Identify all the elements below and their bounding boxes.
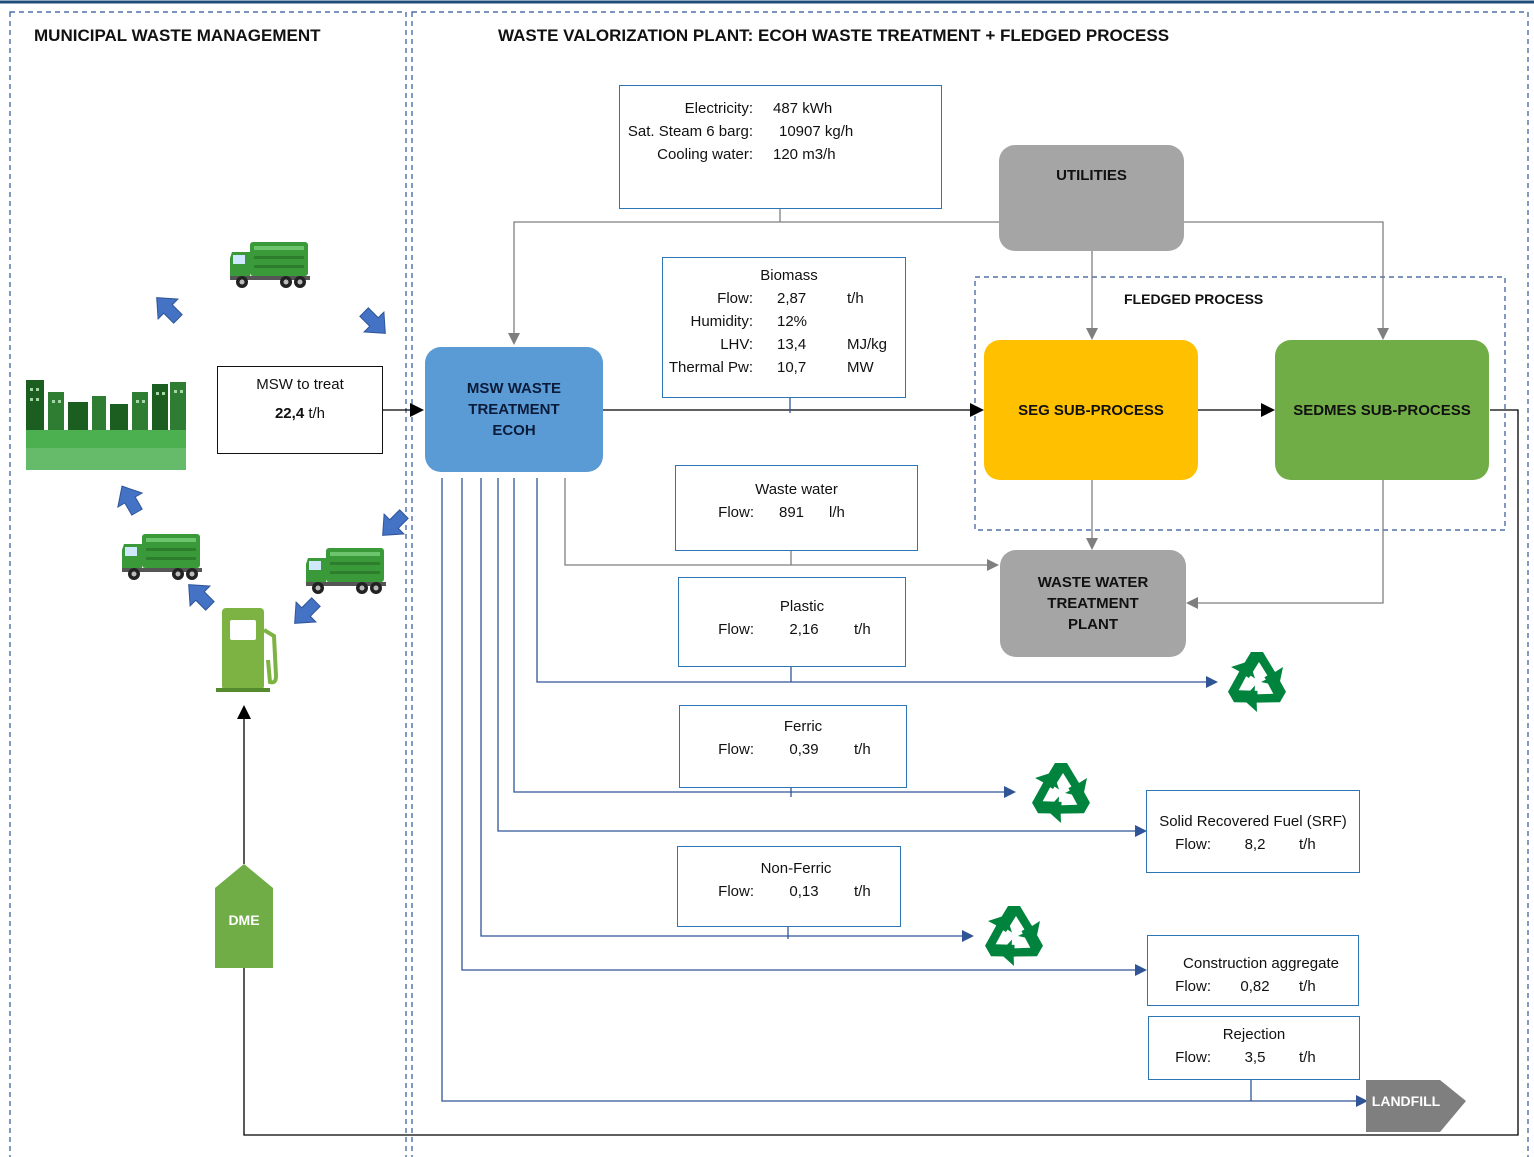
fuel-pump-icon <box>216 608 279 692</box>
wastewater-plant-label: WASTE WATER TREATMENT PLANT <box>1037 574 1149 633</box>
chevron-arrow-icon <box>178 574 221 617</box>
chevron-arrow-icon <box>372 503 415 546</box>
wastewater-plant-node[interactable]: WASTE WATER TREATMENT PLANT <box>1000 550 1186 657</box>
ferric-flow-unit: t/h <box>854 741 871 758</box>
sedmes-label: SEDMES SUB-PROCESS <box>1293 401 1471 419</box>
steam-label: Sat. Steam 6 barg: <box>627 123 753 140</box>
nonferric-title: Non-Ferric <box>760 860 832 877</box>
nonferric-flow-unit: t/h <box>854 883 871 900</box>
utilities-label: UTILITIES <box>1056 167 1127 184</box>
recycle-icon <box>1218 652 1292 720</box>
biomass-humidity-label: Humidity: <box>690 313 753 330</box>
truck-icon <box>306 548 386 594</box>
truck-icon <box>122 534 202 580</box>
biomass-flow-unit: t/h <box>847 290 864 307</box>
construction-title: Construction aggregate <box>1183 955 1339 972</box>
landfill-label: LANDFILL <box>1371 1093 1441 1109</box>
wastewater-flow-box: Waste water Flow: 891 l/h <box>675 465 918 551</box>
srf-flow-value: 8,2 <box>1244 836 1266 853</box>
electricity-value: 487 kWh <box>773 100 833 117</box>
chevron-arrow-icon <box>353 301 396 344</box>
dme-shape <box>215 864 273 968</box>
srf-title: Solid Recovered Fuel (SRF) <box>1159 813 1347 830</box>
wastewater-flow-label: Flow: <box>718 504 754 521</box>
ferric-flow-box: Ferric Flow: 0,39 t/h <box>679 705 907 788</box>
rejection-flow-unit: t/h <box>1299 1049 1316 1066</box>
biomass-humidity-value: 12% <box>777 313 808 330</box>
wastewater-flow-value: 891 <box>778 504 805 521</box>
sedmes-subprocess-node[interactable]: SEDMES SUB-PROCESS <box>1275 340 1489 480</box>
steam-value: 10907 kg/h <box>779 123 854 140</box>
cooling-water-label: Cooling water: <box>657 146 753 163</box>
srf-flow-label: Flow: <box>1175 836 1211 853</box>
construction-flow-box: Construction aggregate Flow: 0,82 t/h <box>1147 935 1359 1006</box>
utility-connectors <box>508 208 1389 609</box>
seg-label: SEG SUB-PROCESS <box>1018 401 1164 419</box>
msw-input-unit: t/h <box>308 405 326 422</box>
construction-flow-unit: t/h <box>1299 978 1316 995</box>
wastewater-flow-unit: l/h <box>829 504 845 521</box>
plastic-title: Plastic <box>779 598 825 615</box>
biomass-box: Biomass Flow: 2,87 t/h Humidity: 12% LHV: 13… <box>662 257 906 398</box>
srf-flow-unit: t/h <box>1299 836 1316 853</box>
biomass-thermal-value: 10,7 <box>777 359 807 376</box>
rejection-title: Rejection <box>1222 1026 1286 1043</box>
nonferric-flow-label: Flow: <box>718 883 754 900</box>
rejection-flow-value: 3,5 <box>1244 1049 1266 1066</box>
plastic-flow-value: 2,16 <box>789 621 819 638</box>
chevron-arrow-icon <box>109 478 150 520</box>
dme-label: DME <box>228 912 260 928</box>
chevron-arrow-icon <box>284 591 327 634</box>
ferric-flow-value: 0,39 <box>789 741 819 758</box>
wastewater-title: Waste water <box>755 481 838 498</box>
city-icon <box>26 380 186 470</box>
msw-input-label: MSW to treat <box>256 376 344 393</box>
biomass-thermal-label: Thermal Pw: <box>668 359 753 376</box>
landfill-shape <box>1366 1080 1466 1132</box>
seg-subprocess-node[interactable]: SEG SUB-PROCESS <box>984 340 1198 480</box>
nonferric-flow-box: Non-Ferric Flow: 0,13 t/h <box>677 846 901 927</box>
biomass-lhv-label: LHV: <box>720 336 753 353</box>
cooling-water-value: 120 m3/h <box>773 146 836 163</box>
msw-input-value: 22,4 <box>274 405 305 422</box>
recycle-icon <box>1022 763 1096 831</box>
plastic-flow-label: Flow: <box>718 621 754 638</box>
msw-input-box: MSW to treat 22,4 t/h <box>217 366 383 454</box>
section-borders <box>9 11 1529 1157</box>
plastic-flow-unit: t/h <box>854 621 871 638</box>
electricity-label: Electricity: <box>684 100 753 117</box>
left-section-title: MUNICIPAL WASTE MANAGEMENT <box>34 26 321 45</box>
rejection-flow-box: Rejection Flow: 3,5 t/h <box>1148 1016 1360 1080</box>
utilities-node[interactable]: UTILITIES <box>999 145 1184 251</box>
recycle-icon <box>975 906 1049 974</box>
fledged-process-label: FLEDGED PROCESS <box>1124 291 1264 307</box>
biomass-flow-label: Flow: <box>717 290 753 307</box>
chevron-arrow-icon <box>146 287 189 330</box>
utilities-consumption-box: Electricity: 487 kWh Sat. Steam 6 barg: 10… <box>619 85 942 209</box>
biomass-lhv-unit: MJ/kg <box>847 336 888 353</box>
ferric-title: Ferric <box>783 718 823 735</box>
right-section-title: WASTE VALORIZATION PLANT: ECOH WASTE TRE… <box>498 26 1170 45</box>
rejection-flow-label: Flow: <box>1175 1049 1211 1066</box>
output-connectors <box>441 478 1368 1107</box>
biomass-lhv-value: 13,4 <box>777 336 807 353</box>
biomass-title: Biomass <box>760 267 818 284</box>
srf-flow-box: Solid Recovered Fuel (SRF) Flow: 8,2 t/h <box>1146 790 1360 873</box>
biomass-thermal-unit: MW <box>847 359 874 376</box>
construction-flow-label: Flow: <box>1175 978 1211 995</box>
biomass-flow-value: 2,87 <box>777 290 807 307</box>
plastic-flow-box: Plastic Flow: 2,16 t/h <box>678 577 906 667</box>
msw-treatment-label: MSW WASTE TREATMENT ECOH <box>466 380 562 439</box>
main-flow-connectors <box>237 398 1519 1136</box>
msw-treatment-node[interactable]: MSW WASTE TREATMENT ECOH <box>425 347 603 472</box>
truck-icon <box>230 242 310 288</box>
ferric-flow-label: Flow: <box>718 741 754 758</box>
nonferric-flow-value: 0,13 <box>789 883 819 900</box>
construction-flow-value: 0,82 <box>1240 978 1270 995</box>
